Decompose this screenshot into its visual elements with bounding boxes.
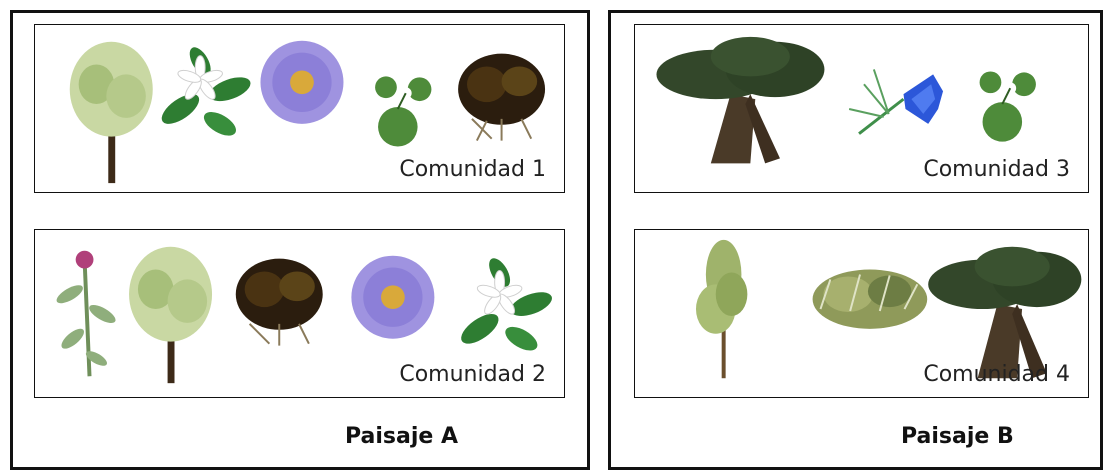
- community-label: Comunidad 3: [923, 157, 1070, 182]
- community-label: Comunidad 4: [923, 362, 1070, 387]
- white-flower-icon: [161, 47, 251, 136]
- community-label: Comunidad 1: [399, 157, 546, 182]
- community-1-plants: [69, 40, 546, 184]
- blue-flower-icon: [848, 69, 944, 135]
- palm-shrub-icon: [812, 269, 928, 329]
- purple-aster-icon: [260, 40, 344, 124]
- landscape-label: Paisaje B: [901, 424, 1014, 449]
- landscape-panel-a: Comunidad 1: [10, 10, 590, 470]
- community-4-plants: [695, 239, 1082, 379]
- purple-aster-icon: [351, 255, 435, 339]
- clover-icon: [979, 71, 1036, 142]
- community-box-3: Comunidad 3: [634, 24, 1089, 193]
- community-box-2: Comunidad 2: [34, 229, 565, 398]
- community-box-1: Comunidad 1: [34, 24, 565, 193]
- clover-icon: [375, 76, 432, 147]
- dragon-tree-icon: [656, 36, 825, 164]
- dark-shrub-icon: [458, 53, 546, 142]
- landscape-panel-b: Comunidad 3: [608, 10, 1103, 470]
- white-flower-icon: [461, 258, 552, 351]
- tree-icon: [69, 41, 153, 184]
- landscape-label: Paisaje A: [345, 424, 459, 449]
- pine-tree-icon: [695, 239, 748, 379]
- tree-icon: [129, 246, 213, 384]
- community-label: Comunidad 2: [399, 362, 546, 387]
- community-2-plants: [56, 246, 552, 384]
- dark-shrub-icon: [235, 258, 323, 346]
- thistle-icon: [56, 250, 116, 377]
- dragon-tree-icon: [928, 246, 1082, 379]
- community-box-4: Comunidad 4: [634, 229, 1089, 398]
- community-3-plants: [656, 36, 1036, 164]
